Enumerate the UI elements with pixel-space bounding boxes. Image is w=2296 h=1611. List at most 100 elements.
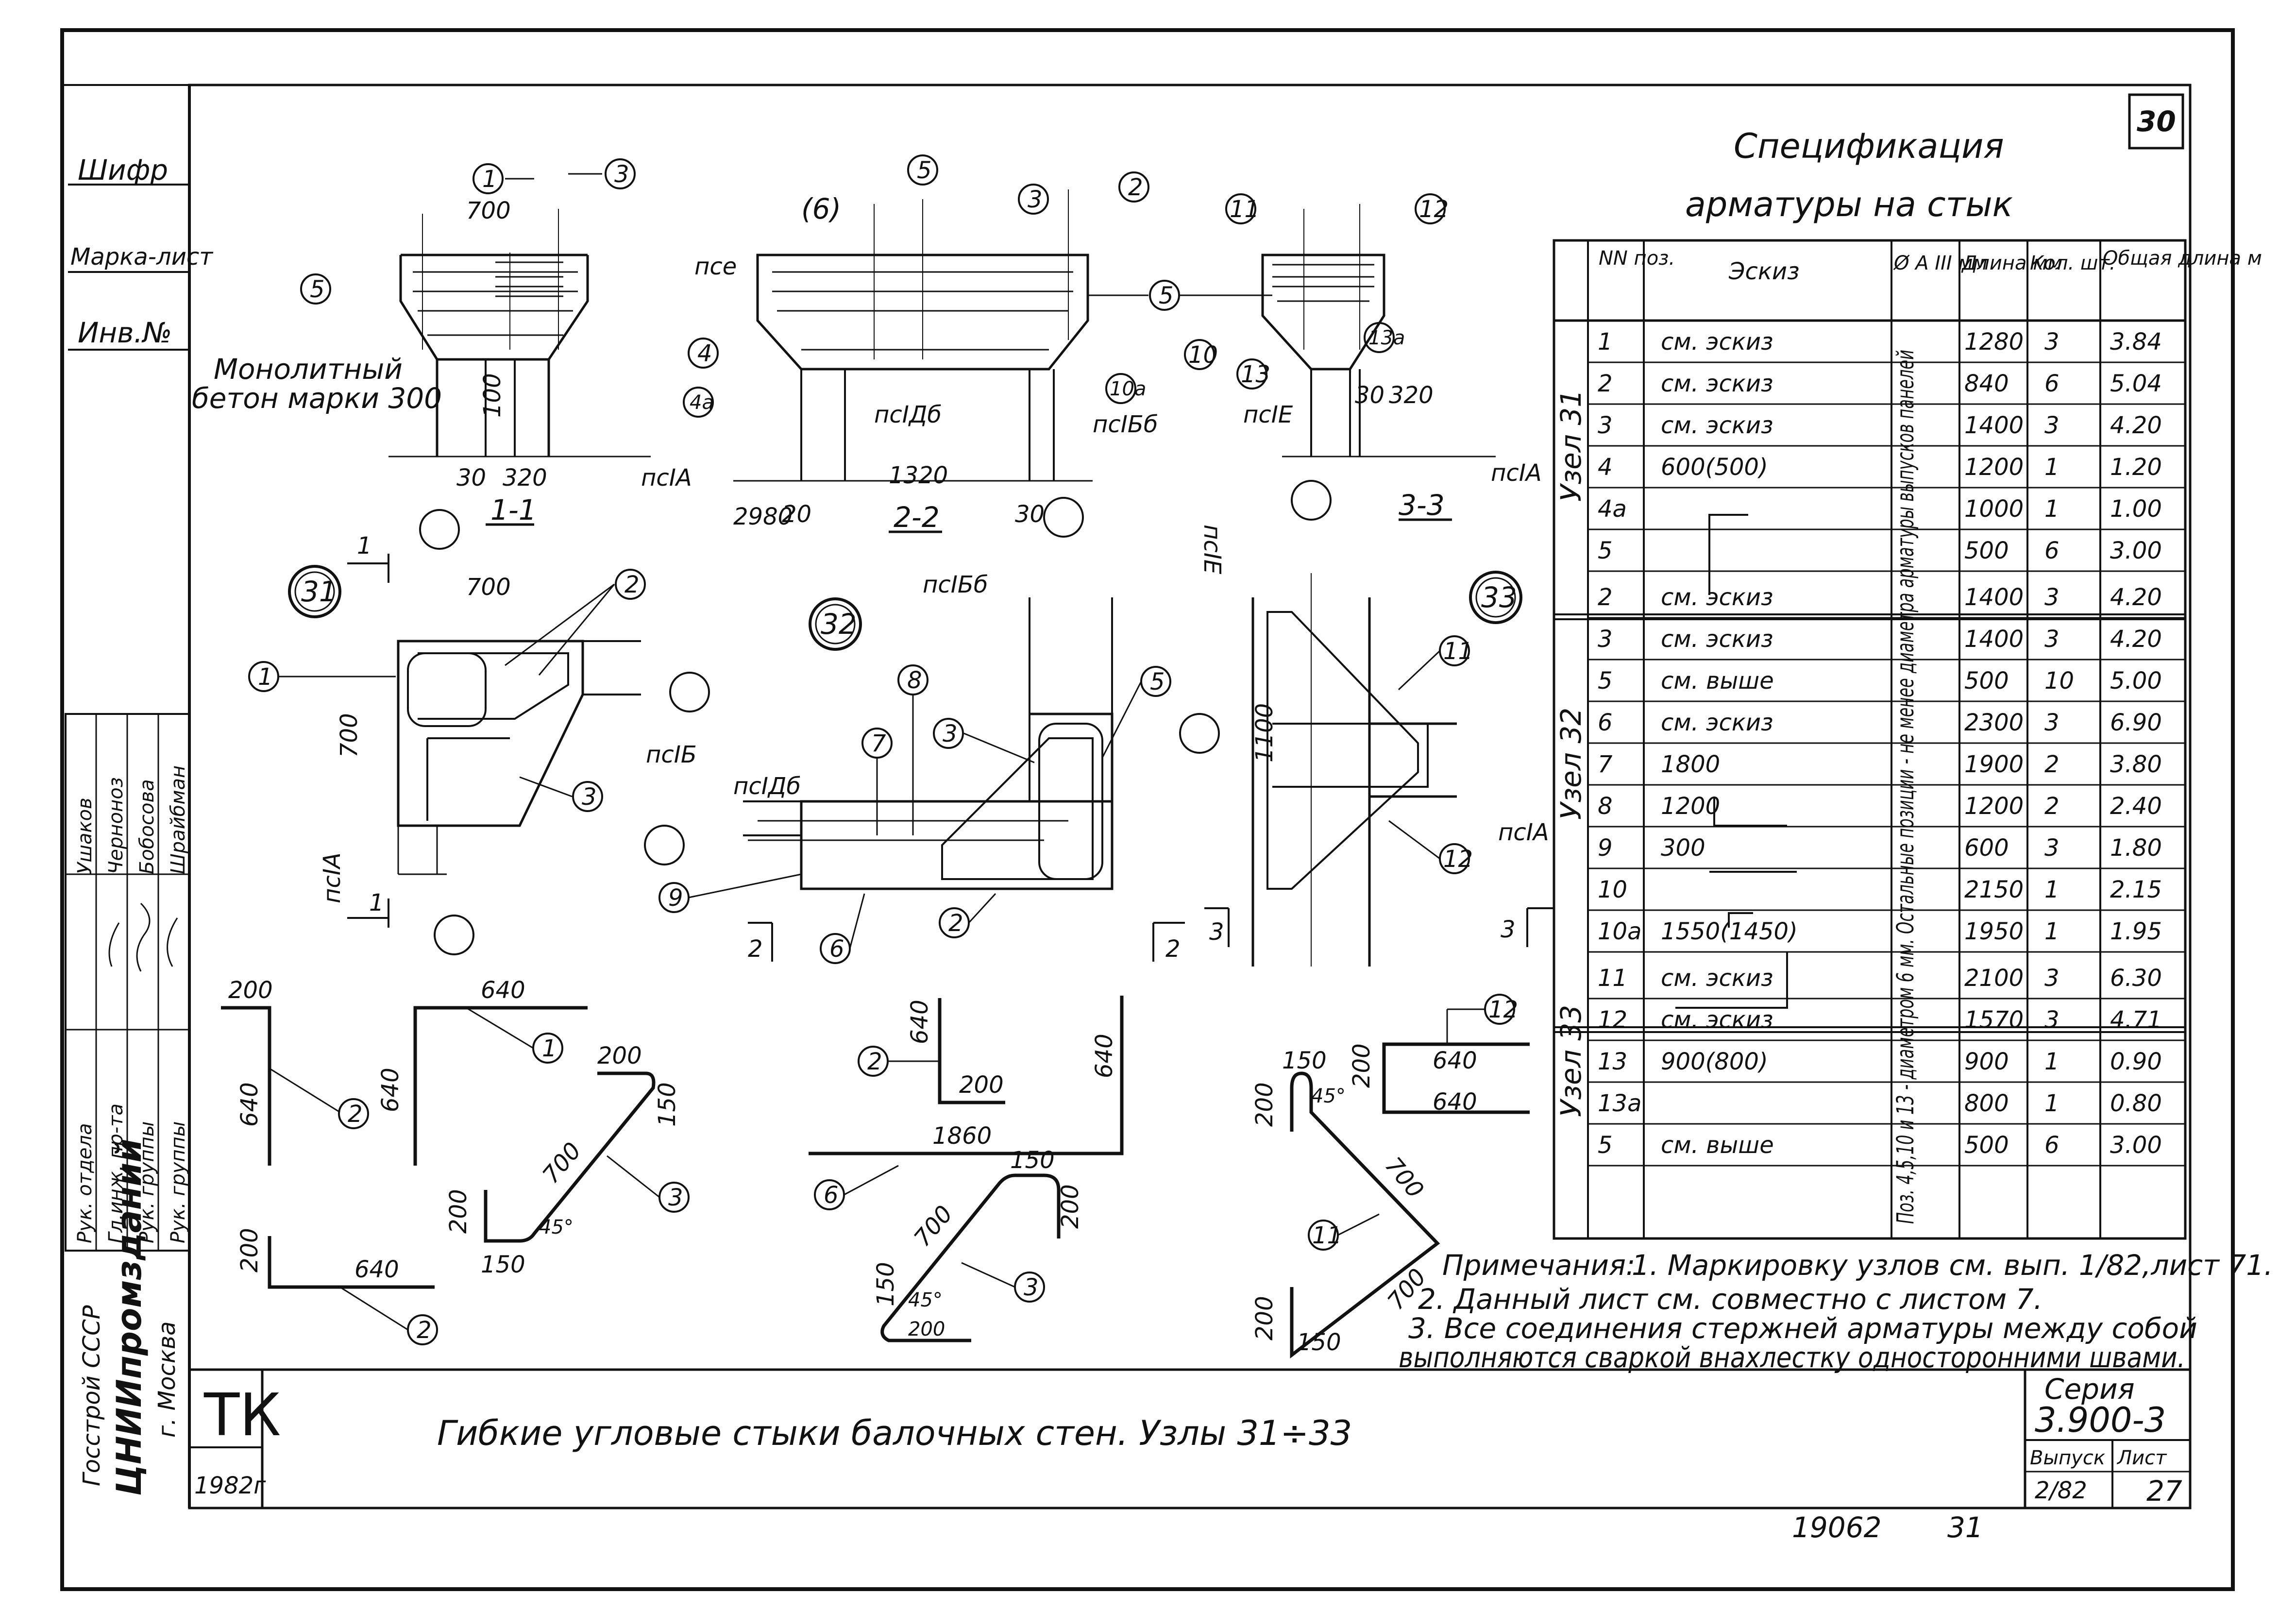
spec-cell-len: 500 <box>1964 537 2009 564</box>
spec-cell-len: 1200 <box>1964 793 2024 820</box>
sig-role-1: Рук. отдела <box>74 1123 96 1244</box>
hdr-sketch: Эскиз <box>1728 258 1800 285</box>
spec-cell-len: 1900 <box>1964 751 2024 778</box>
spec-title: Спецификация арматуры на стык <box>1685 126 2013 224</box>
note-2: 2. Данный лист см. совместно с листом 7. <box>1418 1283 2043 1316</box>
spec-cell-qty: 1 <box>2044 454 2060 481</box>
svg-text:псIДб: псIДб <box>874 401 942 428</box>
svg-text:псIA: псIA <box>1491 459 1542 487</box>
spec-table: NN поз. Эскиз Ø A III мм Длина мм Кол. ш… <box>1553 239 2262 1240</box>
svg-text:200: 200 <box>908 1318 945 1340</box>
spec-cell-len: 1400 <box>1964 584 2024 611</box>
svg-text:1: 1 <box>482 166 497 193</box>
svg-text:2: 2 <box>417 1317 432 1344</box>
note-3: 3. Все соединения стержней арматуры межд… <box>1408 1312 2197 1345</box>
svg-text:10: 10 <box>1188 341 1218 369</box>
series-value: 3.900-3 <box>2035 1400 2166 1440</box>
issue-value: 2/82 <box>2035 1477 2087 1504</box>
spec-cell-len: 600 <box>1964 834 2009 862</box>
svg-text:640: 640 <box>481 977 525 1004</box>
bar-sketches: 200 640 2 640 640 1 200 640 2 200 150 70… <box>221 977 1530 1359</box>
spec-cell-pos: 5 <box>1598 1132 1613 1159</box>
svg-text:13а: 13а <box>1368 327 1405 349</box>
spec-cell-total: 4.20 <box>2110 626 2162 653</box>
sig-name-2: Черноноз <box>105 777 127 874</box>
left-stamp: Шифр Марка-лист Инв.№ Рук. отдела Ушаков… <box>62 84 214 1496</box>
svg-text:150: 150 <box>1282 1047 1327 1074</box>
spec-cell-sketch: 1800 <box>1661 751 1720 778</box>
spec-cell-pos: 9 <box>1598 834 1613 862</box>
svg-text:320: 320 <box>1389 382 1434 409</box>
spec-cell-sketch: 300 <box>1661 834 1705 862</box>
spec-cell-total: 1.95 <box>2110 918 2162 945</box>
spec-group-label: Узел 31 <box>1554 390 1587 502</box>
note-1: 1. Маркировку узлов см. вып. 1/82,лист 7… <box>1632 1249 2273 1282</box>
svg-text:2: 2 <box>748 935 763 963</box>
spec-cell-pos: 3 <box>1598 626 1613 653</box>
spec-cell-qty: 2 <box>2044 751 2060 778</box>
sig-role-2: Гл.инж. пр-та <box>105 1103 127 1243</box>
spec-cell-qty: 3 <box>2044 965 2060 992</box>
svg-text:700: 700 <box>466 197 511 224</box>
section-3-3: 30 320 псIЕ псIA 3-3 11 12 10 13 13а <box>1184 193 1542 522</box>
spec-cell-pos: 4а <box>1598 495 1627 523</box>
svg-text:6: 6 <box>829 935 844 963</box>
svg-text:псIБ: псIБ <box>646 741 697 768</box>
spec-cell-len: 800 <box>1964 1090 2009 1117</box>
svg-text:150: 150 <box>1297 1329 1341 1356</box>
spec-cell-qty: 3 <box>2044 834 2060 862</box>
svg-text:45°: 45° <box>1311 1085 1346 1107</box>
svg-text:12: 12 <box>1443 846 1473 873</box>
spec-cell-pos: 10 <box>1598 876 1627 903</box>
spec-cell-len: 1570 <box>1964 1006 2024 1034</box>
section-1-1-label: 1-1 <box>490 493 537 526</box>
spec-cell-total: 2.15 <box>2110 876 2162 903</box>
svg-text:20: 20 <box>782 501 811 528</box>
notes-title: Примечания: <box>1442 1249 1635 1282</box>
spec-cell-len: 500 <box>1964 667 2009 695</box>
svg-text:2: 2 <box>625 571 640 598</box>
tk-mark: ТК <box>203 1382 281 1449</box>
svg-text:3: 3 <box>1028 186 1043 213</box>
spec-cell-pos: 13 <box>1598 1048 1627 1075</box>
svg-text:10а: 10а <box>1110 378 1146 400</box>
spec-cell-pos: 12 <box>1598 1006 1627 1034</box>
svg-text:640: 640 <box>377 1068 404 1112</box>
spec-cell-qty: 3 <box>2044 709 2060 736</box>
spec-cell-len: 1000 <box>1964 495 2024 523</box>
spec-cell-sketch: 600(500) <box>1661 454 1768 481</box>
spec-cell-pos: 3 <box>1598 412 1613 439</box>
svg-text:псIA: псIA <box>319 852 346 903</box>
svg-text:1860: 1860 <box>932 1122 992 1150</box>
svg-text:200: 200 <box>445 1189 472 1234</box>
spec-cell-total: 2.40 <box>2110 793 2162 820</box>
svg-text:4а: 4а <box>690 391 714 414</box>
svg-text:1: 1 <box>542 1035 557 1062</box>
spec-cell-len: 900 <box>1964 1048 2009 1075</box>
stamp-mark-sheet: Марка-лист <box>70 243 214 271</box>
svg-text:9: 9 <box>668 884 683 912</box>
hdr-total: Общая длина м <box>2103 247 2262 270</box>
node-31-label: 31 <box>301 575 337 608</box>
spec-cell-total: 6.90 <box>2110 709 2162 736</box>
spec-cell-total: 5.00 <box>2110 667 2162 695</box>
spec-cell-sketch: см. эскиз <box>1661 1006 1773 1034</box>
sheet-number-box: 30 <box>2128 93 2184 150</box>
svg-text:8: 8 <box>907 667 922 694</box>
spec-cell-pos: 2 <box>1598 584 1613 611</box>
spec-cell-total: 4.20 <box>2110 412 2162 439</box>
svg-text:200: 200 <box>1251 1296 1278 1340</box>
notes-block: Примечания: 1. Маркировку узлов см. вып.… <box>1399 1249 2273 1374</box>
spec-cell-qty: 3 <box>2044 626 2060 653</box>
spec-cell-pos: 6 <box>1598 709 1613 736</box>
spec-cell-qty: 10 <box>2044 667 2074 695</box>
svg-text:640: 640 <box>355 1256 399 1283</box>
spec-cell-pos: 13а <box>1598 1090 1642 1117</box>
svg-text:4: 4 <box>697 340 712 367</box>
spec-cell-sketch: 1200 <box>1661 793 1720 820</box>
spec-cell-pos: 5 <box>1598 667 1613 695</box>
spec-cell-sketch: см. выше <box>1661 667 1774 695</box>
spec-group-label: Узел 33 <box>1554 1005 1587 1117</box>
sig-name-4: Шрайбман <box>167 765 189 874</box>
